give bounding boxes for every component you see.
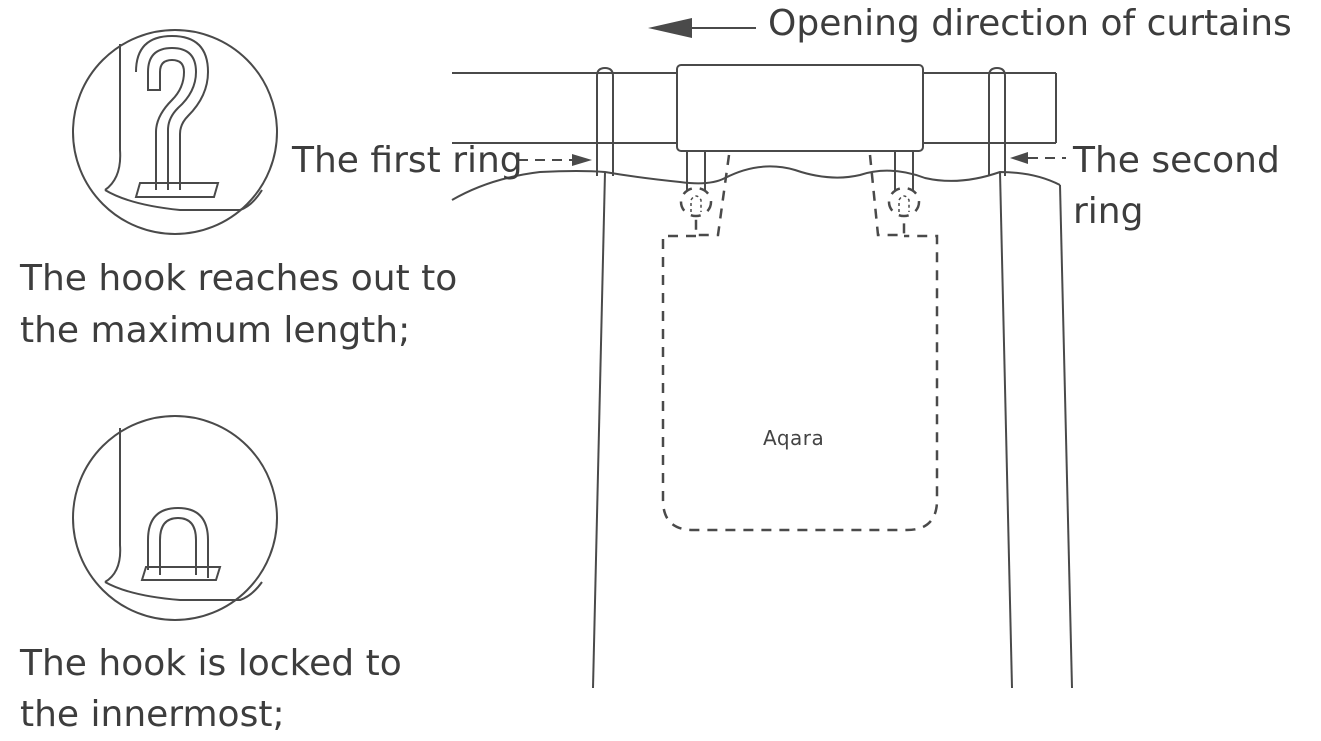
second-ring-label-line2: ring	[1073, 191, 1144, 232]
curtain-fabric	[592, 171, 1073, 689]
first-ring-label: The first ring	[292, 140, 523, 181]
hidden-device-outline	[661, 154, 939, 532]
hook-locked-caption-line1: The hook is locked to	[20, 643, 402, 684]
motor-arms	[686, 151, 914, 190]
opening-direction-label: Opening direction of curtains	[768, 3, 1292, 44]
hook-long-icon	[147, 46, 198, 190]
hook-locked-detail	[72, 415, 278, 621]
second-ring	[988, 66, 1006, 176]
first-ring	[596, 66, 614, 176]
hook-max-caption-line2: the maximum length;	[20, 310, 411, 351]
hook-loops	[690, 195, 910, 212]
hook-locked-caption-line2: the innermost;	[20, 694, 285, 735]
opening-direction-arrow	[648, 18, 756, 38]
curtain-motor-body	[676, 64, 924, 152]
curtain-top-edge	[451, 165, 1061, 201]
hook-extended-detail	[72, 29, 278, 235]
second-ring-pointer	[1010, 152, 1066, 164]
brand-logo: Aqara	[763, 426, 824, 450]
second-ring-label-line1: The second	[1073, 140, 1280, 181]
first-ring-pointer	[518, 154, 592, 166]
hook-max-caption-line1: The hook reaches out to	[20, 258, 458, 299]
hook-short-icon	[159, 516, 197, 575]
